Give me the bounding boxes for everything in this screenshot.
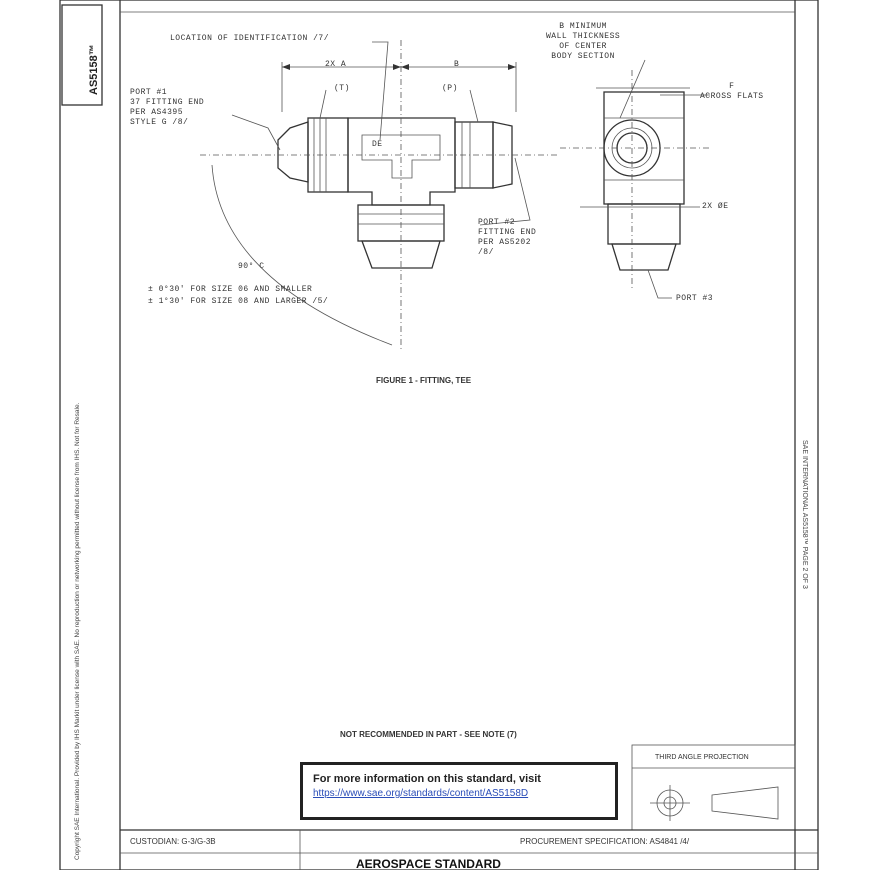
angle-tolerance-1: ± 0°30' FOR SIZE 06 AND SMALLER	[148, 285, 313, 294]
wall-thickness-label: B MINIMUM WALL THICKNESS OF CENTER BODY …	[546, 22, 621, 61]
info-text: For more information on this standard, v…	[313, 773, 541, 785]
not-recommended-note: NOT RECOMMENDED IN PART - SEE NOTE (7)	[340, 730, 517, 739]
custodian-label: CUSTODIAN: G-3/G-3B	[130, 837, 216, 846]
tee-front-view	[200, 40, 560, 350]
left-copyright-strip: Copyright SAE International. Provided by…	[74, 402, 81, 860]
projection-label: THIRD ANGLE PROJECTION	[655, 754, 749, 761]
ref-t-label: (T)	[334, 84, 350, 93]
id-recess-label: DE	[372, 140, 383, 149]
footer-title: AEROSPACE STANDARD	[356, 857, 501, 871]
tee-side-view	[560, 59, 710, 299]
port3-label: PORT #3	[676, 294, 714, 303]
doc-number: AS5158™	[88, 44, 100, 95]
info-link[interactable]: https://www.sae.org/standards/content/AS…	[313, 788, 529, 799]
angle-title-label: 90° C	[238, 262, 265, 271]
projection-cone	[711, 786, 779, 820]
right-page-strip: SAE INTERNATIONAL AS5158™ PAGE 2 OF 3	[801, 440, 808, 589]
dim-b-label: B	[454, 60, 460, 69]
angle-tolerance-2: ± 1°30' FOR SIZE 08 AND LARGER /5/	[148, 297, 329, 306]
procurement-label: PROCUREMENT SPECIFICATION: AS4841 /4/	[520, 837, 690, 846]
across-flats-label: F ACROSS FLATS	[700, 82, 764, 101]
dim-d-label: 2X ØE	[702, 202, 729, 211]
ref-p-label: (P)	[442, 84, 458, 93]
outer-frame	[59, 0, 819, 870]
port1-label: PORT #1 37 FITTING END PER AS4395 STYLE …	[130, 88, 205, 127]
location-identification-label: LOCATION OF IDENTIFICATION /7/	[170, 34, 330, 43]
port2-label: PORT #2 FITTING END PER AS5202 /8/	[478, 218, 537, 257]
info-box: For more information on this standard, v…	[300, 762, 618, 820]
dim-a-label: 2X A	[325, 60, 347, 69]
doc-number-box	[61, 4, 103, 106]
figure-caption: FIGURE 1 - FITTING, TEE	[376, 376, 472, 385]
